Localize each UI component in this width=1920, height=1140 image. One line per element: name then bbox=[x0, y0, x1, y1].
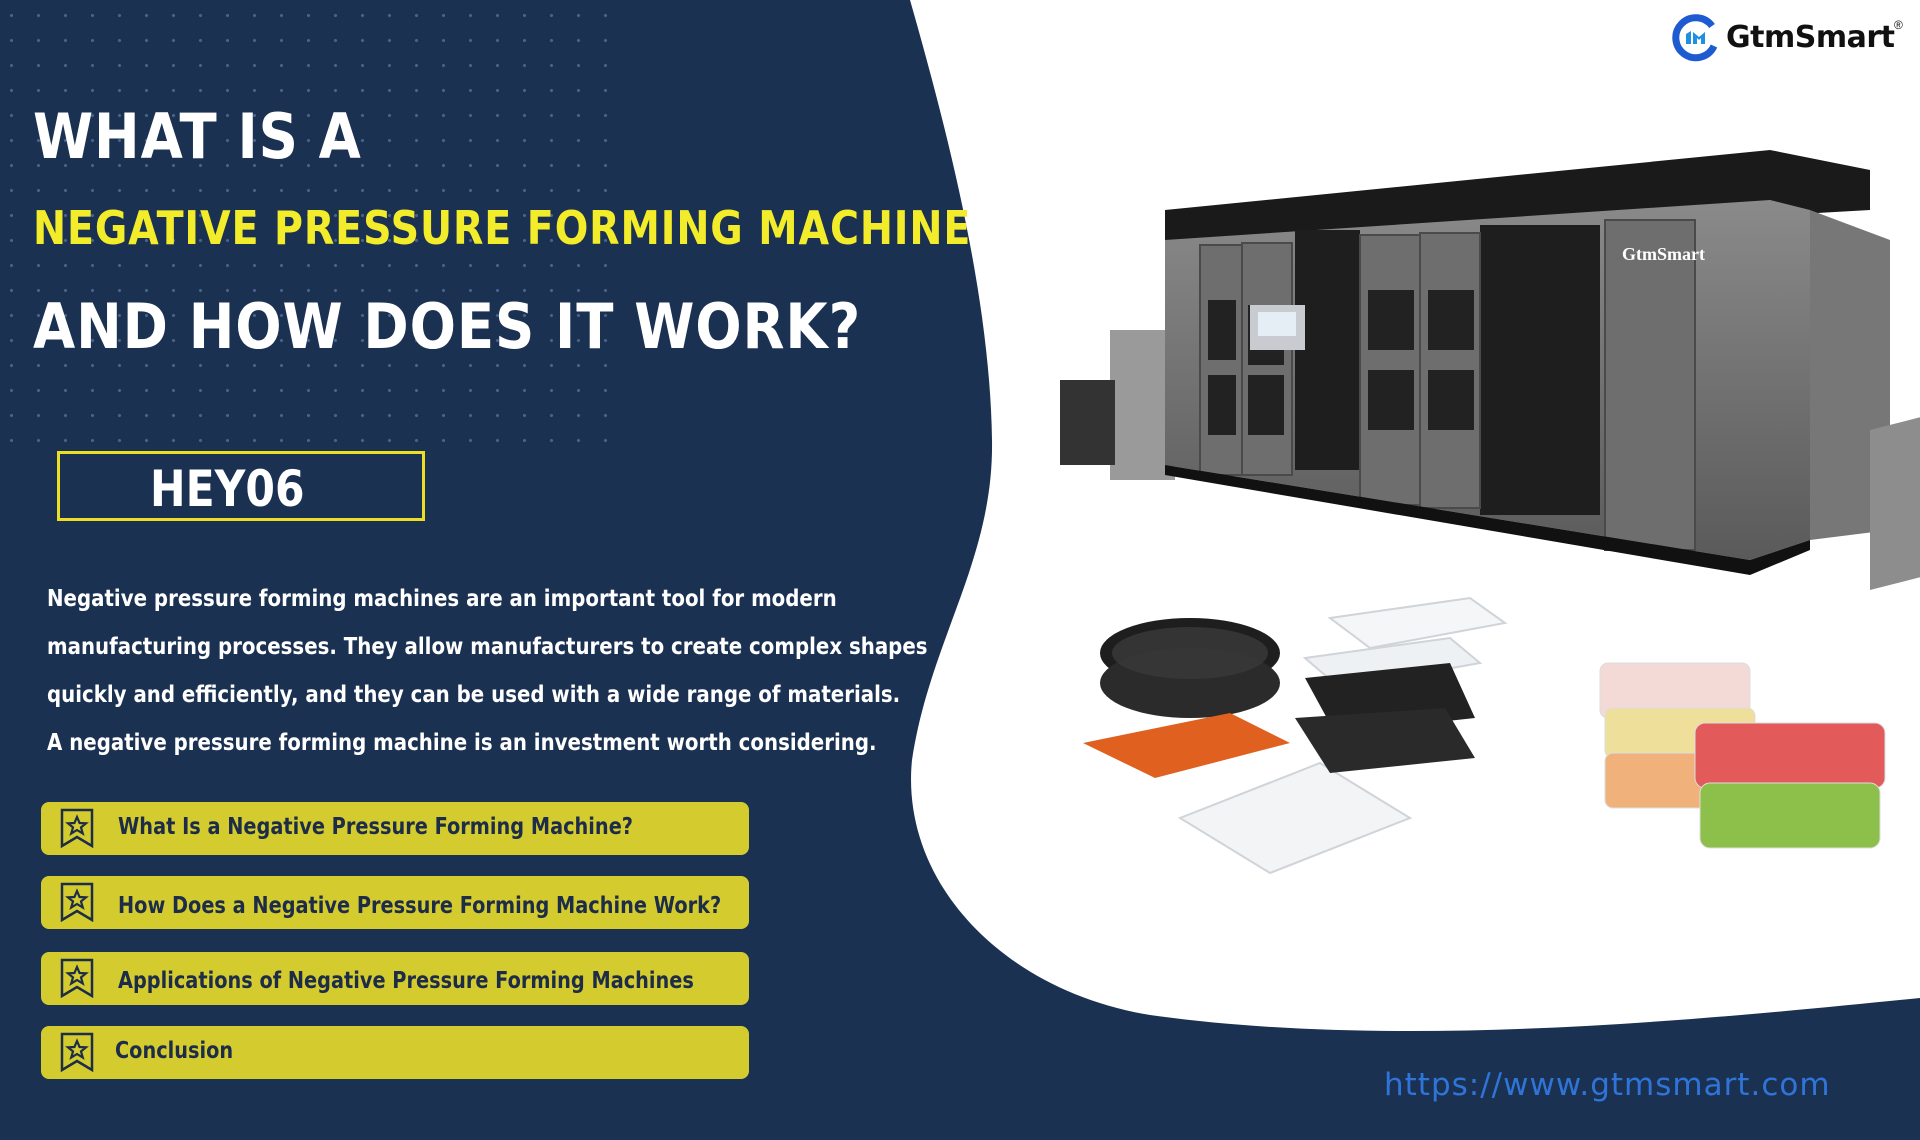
model-badge-label: HEY06 bbox=[150, 460, 305, 518]
forming-machine-image: GtmSmart bbox=[1060, 150, 1920, 590]
headline-line-2: NEGATIVE PRESSURE FORMING MACHINE bbox=[33, 201, 972, 255]
bookmark-star-icon bbox=[60, 882, 94, 922]
toc-item-applications[interactable]: Applications of Negative Pressure Formin… bbox=[41, 952, 749, 1005]
website-link[interactable]: https://www.gtmsmart.com bbox=[1384, 1067, 1831, 1103]
headline-line-3: AND HOW DOES IT WORK? bbox=[33, 290, 862, 363]
toc-item-label: What Is a Negative Pressure Forming Mach… bbox=[118, 814, 633, 840]
gtmsmart-logo-icon bbox=[1672, 14, 1718, 62]
description-line: A negative pressure forming machine is a… bbox=[47, 730, 877, 756]
description-line: Negative pressure forming machines are a… bbox=[47, 586, 837, 612]
headline-line-1: WHAT IS A bbox=[33, 100, 362, 173]
toc-item-what-is[interactable]: What Is a Negative Pressure Forming Mach… bbox=[41, 802, 749, 855]
toc-item-label: Conclusion bbox=[115, 1038, 234, 1064]
toc-item-conclusion[interactable]: Conclusion bbox=[41, 1026, 749, 1079]
bookmark-star-icon bbox=[60, 1032, 94, 1072]
description-line: manufacturing processes. They allow manu… bbox=[47, 634, 928, 660]
brand-logo[interactable]: GtmSmart ® bbox=[1672, 14, 1912, 64]
description-line: quickly and efficiently, and they can be… bbox=[47, 682, 901, 708]
toc-item-label: Applications of Negative Pressure Formin… bbox=[118, 968, 694, 994]
description: Negative pressure forming machines are a… bbox=[47, 575, 928, 767]
brand-name: GtmSmart bbox=[1726, 20, 1895, 55]
dot-grid-pattern bbox=[0, 0, 615, 460]
toc-item-label: How Does a Negative Pressure Forming Mac… bbox=[118, 893, 722, 919]
toc-item-how-it-works[interactable]: How Does a Negative Pressure Forming Mac… bbox=[41, 876, 749, 929]
plastic-containers-image bbox=[1083, 596, 1886, 875]
machine-brand-label: GtmSmart bbox=[1622, 244, 1705, 264]
registered-mark: ® bbox=[1894, 18, 1903, 32]
bookmark-star-icon bbox=[60, 958, 94, 998]
bookmark-star-icon bbox=[60, 808, 94, 848]
model-badge: HEY06 bbox=[57, 451, 425, 521]
